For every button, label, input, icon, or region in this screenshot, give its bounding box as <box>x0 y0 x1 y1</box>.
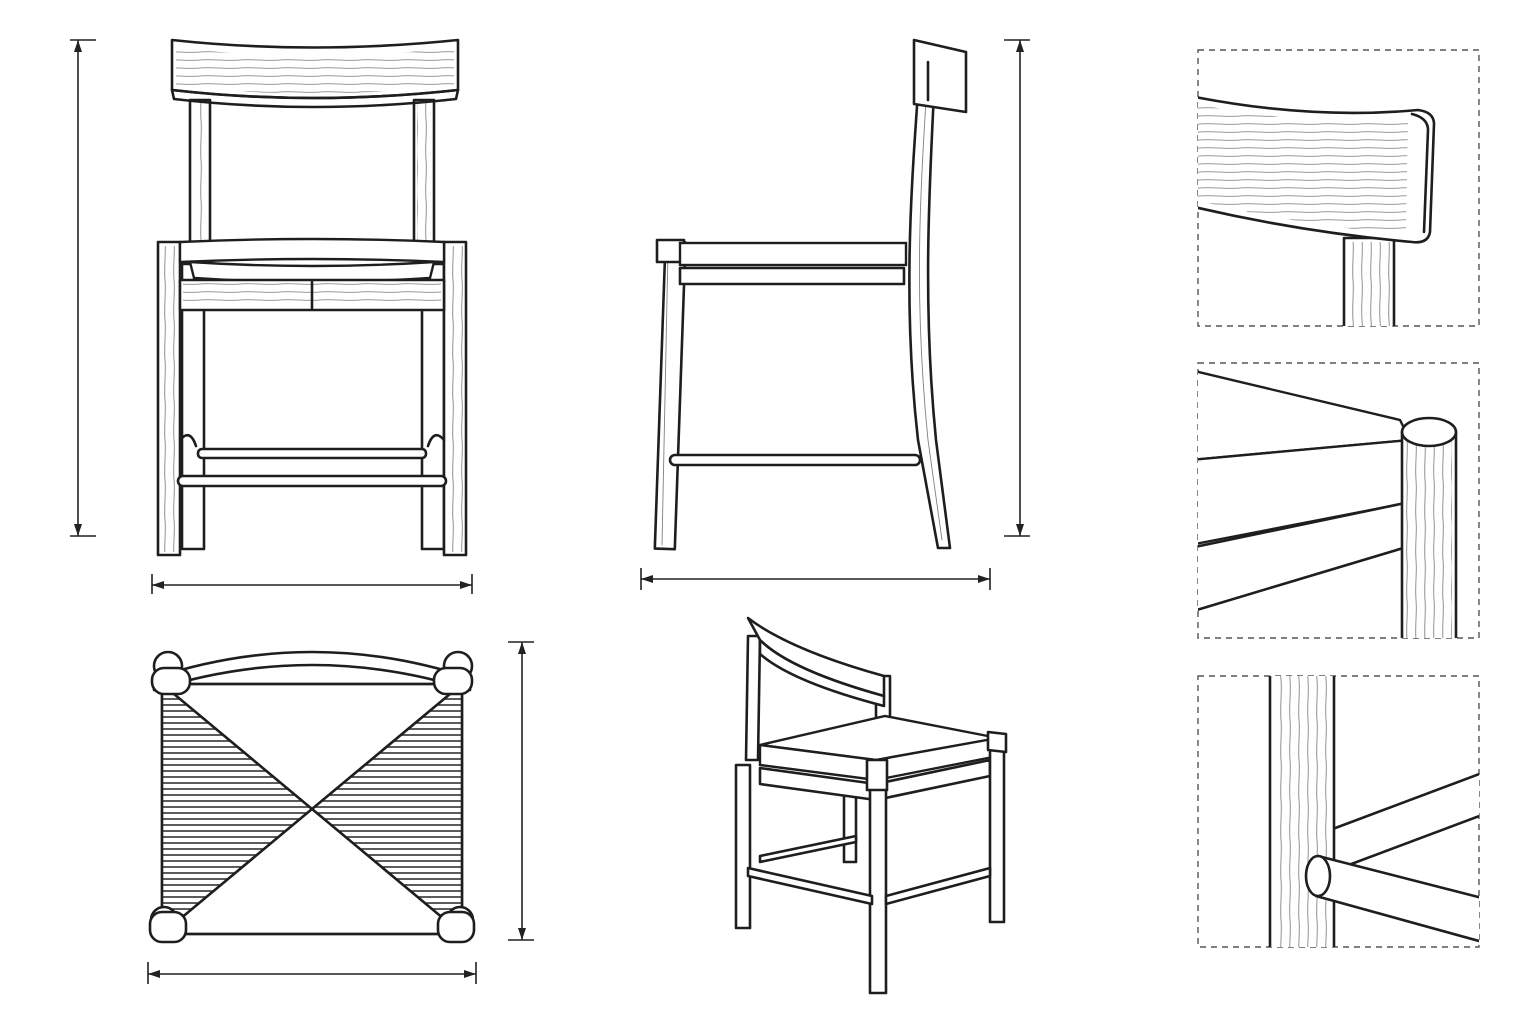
persp-stretcher-side <box>746 866 874 906</box>
top-width-dimension <box>147 962 477 984</box>
persp-leg-front-left <box>868 776 888 995</box>
front-view <box>70 38 473 594</box>
persp-rear-leg-far <box>842 788 858 864</box>
detail-backrest-joint <box>1197 49 1480 327</box>
top-depth-dimension <box>508 641 534 941</box>
persp-leg-back-left <box>734 763 752 930</box>
front-stretcher-front <box>176 474 448 488</box>
side-stretcher <box>668 453 922 467</box>
persp-leg-front-right <box>988 736 1006 924</box>
front-height-dimension <box>70 39 96 537</box>
front-stretcher-back <box>196 447 428 460</box>
side-front-leg <box>653 240 687 551</box>
top-view <box>147 641 534 984</box>
persp-back-post-left <box>744 634 762 762</box>
side-backrest <box>912 38 968 114</box>
side-height-dimension <box>1004 39 1030 537</box>
detail-seat-corner <box>1197 362 1480 639</box>
side-seat-rush <box>678 241 908 267</box>
perspective-view <box>734 616 1008 995</box>
detail-leg-stretcher-joint <box>1197 675 1480 948</box>
front-width-dimension <box>151 574 473 594</box>
side-seat-rail <box>678 266 906 286</box>
side-view <box>640 38 1030 590</box>
persp-stretcher-front <box>884 866 992 906</box>
front-seat-rush <box>178 237 446 264</box>
side-depth-dimension <box>640 568 991 590</box>
side-back-post <box>908 90 952 550</box>
